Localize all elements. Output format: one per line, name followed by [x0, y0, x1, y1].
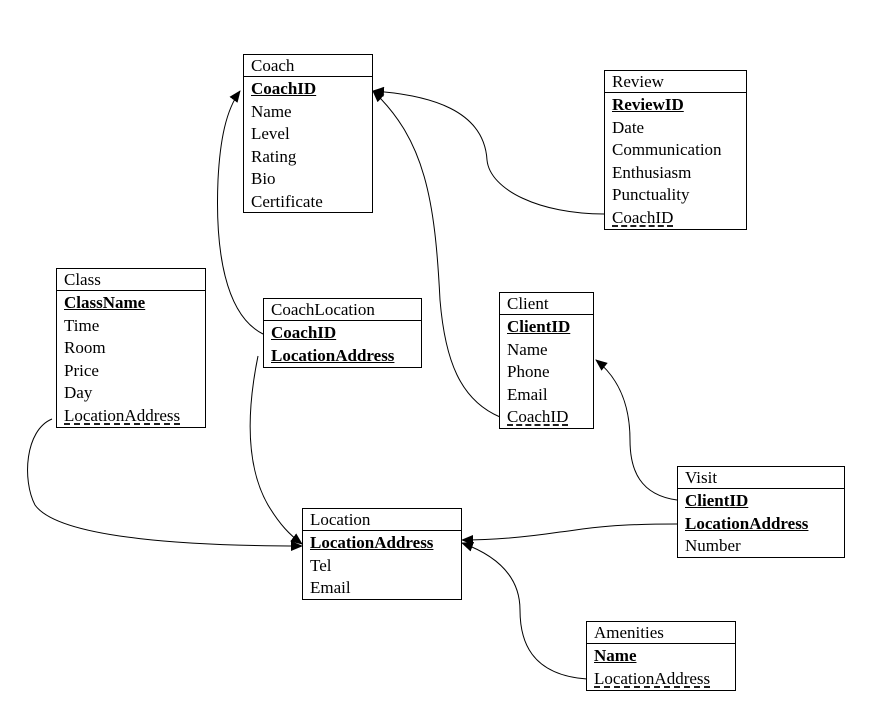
attribute-name: Name — [507, 339, 548, 359]
entity-coachlocation: CoachLocation CoachID LocationAddress — [263, 298, 422, 368]
entity-title: Amenities — [587, 622, 735, 644]
attribute-locationaddress: LocationAddress — [310, 533, 434, 552]
attribute-day: Day — [64, 383, 93, 402]
entity-review: Review ReviewID Date Communication Enthu… — [604, 70, 747, 230]
attribute-bio: Bio — [251, 169, 276, 188]
rel-visit-client — [595, 359, 678, 501]
entity-location: Location LocationAddress Tel Email — [302, 508, 462, 600]
entity-title: Class — [57, 269, 205, 291]
rel-class-location — [27, 418, 303, 551]
entity-title: Location — [303, 509, 461, 531]
attribute-clientid: ClientID — [507, 317, 571, 336]
attribute-date: Date — [612, 117, 645, 137]
entity-title: Visit — [678, 467, 844, 489]
attribute-coachid: CoachID — [251, 79, 317, 98]
attribute-enthusiasm: Enthusiasm — [612, 162, 692, 182]
entity-coach: Coach CoachID Name Level Rating Bio Cert… — [243, 54, 373, 213]
attribute-locationaddress: LocationAddress — [271, 345, 395, 365]
rel-coachlocation-coach — [217, 90, 264, 335]
attribute-classname: ClassName — [64, 293, 146, 312]
entity-client: Client ClientID Name Phone Email CoachID — [499, 292, 594, 429]
attribute-reviewid: ReviewID — [612, 95, 684, 114]
entity-title: Coach — [244, 55, 372, 77]
attribute-phone: Phone — [507, 362, 550, 381]
rel-review-coach — [372, 86, 605, 215]
attribute-certificate: Certificate — [251, 191, 323, 211]
attribute-coachid: CoachID — [271, 323, 337, 342]
rel-client-coach — [372, 90, 501, 418]
attribute-number: Number — [685, 536, 741, 555]
attribute-name: Name — [594, 646, 637, 665]
entity-title: CoachLocation — [264, 299, 421, 321]
attribute-time: Time — [64, 315, 100, 335]
attribute-name: Name — [251, 101, 292, 121]
attribute-level: Level — [251, 124, 290, 143]
attribute-coachid-fk: CoachID — [612, 207, 674, 227]
attribute-clientid: ClientID — [685, 491, 749, 510]
entity-class: Class ClassName Time Room Price Day Loca… — [56, 268, 206, 428]
attribute-locationaddress-fk: LocationAddress — [64, 405, 181, 425]
entity-title: Review — [605, 71, 746, 93]
attribute-coachid-fk: CoachID — [507, 407, 569, 426]
attribute-punctuality: Punctuality — [612, 185, 690, 204]
attribute-rating: Rating — [251, 146, 297, 166]
attribute-email: Email — [507, 384, 548, 404]
attribute-locationaddress-fk: LocationAddress — [594, 668, 711, 688]
attribute-price: Price — [64, 360, 99, 380]
attribute-locationaddress: LocationAddress — [685, 513, 809, 533]
attribute-tel: Tel — [310, 555, 332, 575]
attribute-room: Room — [64, 338, 106, 357]
entity-amenities: Amenities Name LocationAddress — [586, 621, 736, 691]
rel-visit-location — [461, 523, 678, 545]
rel-coachlocation-location — [249, 355, 303, 545]
entity-visit: Visit ClientID LocationAddress Number — [677, 466, 845, 558]
attribute-communication: Communication — [612, 140, 722, 159]
entity-title: Client — [500, 293, 593, 315]
rel-amenities-location — [461, 542, 588, 680]
attribute-email: Email — [310, 578, 351, 597]
